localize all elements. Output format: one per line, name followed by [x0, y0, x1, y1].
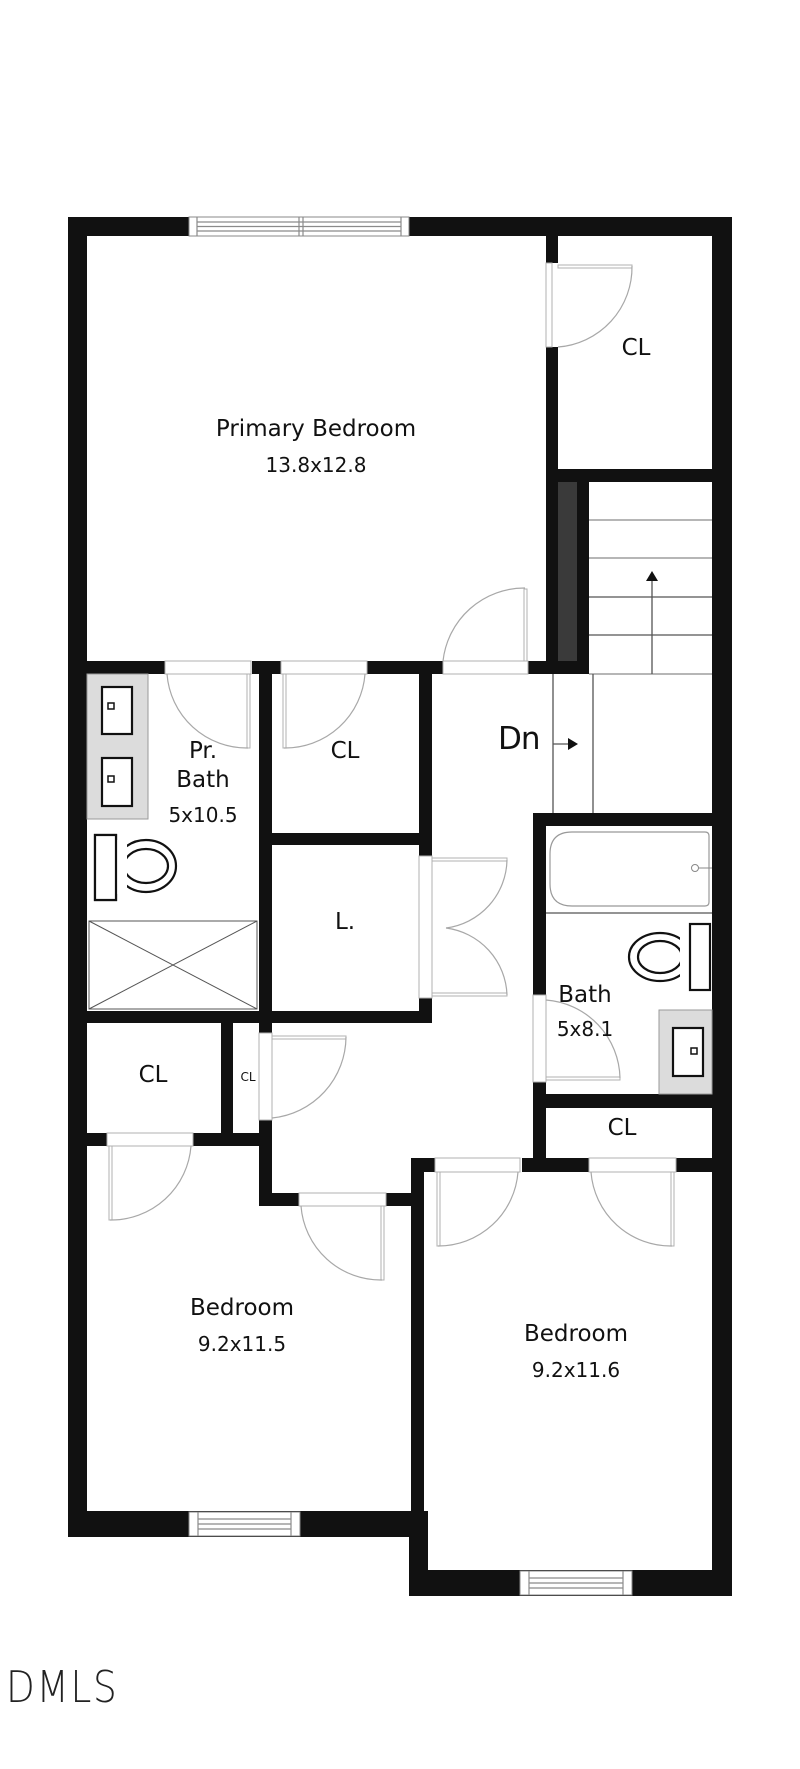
door-primary-bath [164, 660, 252, 749]
bathtub [546, 831, 712, 914]
door-small-closet [258, 1032, 347, 1121]
room-label-bedroom-right: Bedroom [523, 1321, 629, 1347]
stair-down-arrow-icon [568, 738, 578, 750]
room-label-primary-bath-line1: Pr. [188, 738, 218, 764]
window-bedroom-right [519, 1570, 633, 1596]
room-dims-bedroom-right: 9.2x11.6 [531, 1358, 621, 1382]
dmls-logo: DMLS [6, 1662, 119, 1713]
stair-up-arrow-icon [646, 571, 658, 581]
toilet-primary-bath [93, 833, 178, 902]
vanity-bath [658, 1009, 713, 1095]
window-bedroom-left [188, 1511, 301, 1537]
room-label-bedroom-left: Bedroom [189, 1295, 295, 1321]
staircase [552, 519, 712, 813]
stairs-down-label: Dn [498, 721, 541, 757]
room-label-primary-bath-line2: Bath [176, 767, 230, 793]
doors [106, 262, 677, 1281]
fixtures [86, 673, 713, 1095]
door-bedroom-left [298, 1192, 387, 1281]
room-dims-bedroom-left: 9.2x11.5 [197, 1332, 287, 1356]
room-label-laundry: L. [334, 909, 356, 935]
interior-walls [68, 230, 712, 1206]
door-primary-bedroom [442, 587, 529, 675]
room-label-primary-closet: CL [621, 335, 651, 361]
window-primary-bedroom [188, 216, 410, 237]
room-dims-primary-bedroom: 13.8x12.8 [265, 453, 367, 477]
room-label-bath: Bath [558, 982, 612, 1008]
room-label-left-closet: CL [138, 1062, 168, 1088]
shower [88, 920, 258, 1010]
room-label-hall-closet: CL [330, 738, 360, 764]
door-primary-closet [545, 262, 633, 348]
room-label-bath-closet: CL [607, 1115, 637, 1141]
door-left-closet [106, 1132, 194, 1221]
room-dims-bath: 5x8.1 [556, 1017, 614, 1041]
door-bath-closet [588, 1157, 677, 1247]
double-vanity [86, 673, 149, 820]
door-hall-closet [280, 660, 368, 749]
room-dims-primary-bath: 5x10.5 [168, 803, 238, 827]
room-label-small-closet: CL [240, 1070, 256, 1084]
windows [188, 216, 633, 1596]
door-bedroom-right [434, 1157, 521, 1247]
door-bath [532, 994, 621, 1083]
door-laundry [418, 855, 508, 999]
room-label-primary-bedroom: Primary Bedroom [215, 416, 417, 442]
toilet-bath [627, 922, 712, 992]
